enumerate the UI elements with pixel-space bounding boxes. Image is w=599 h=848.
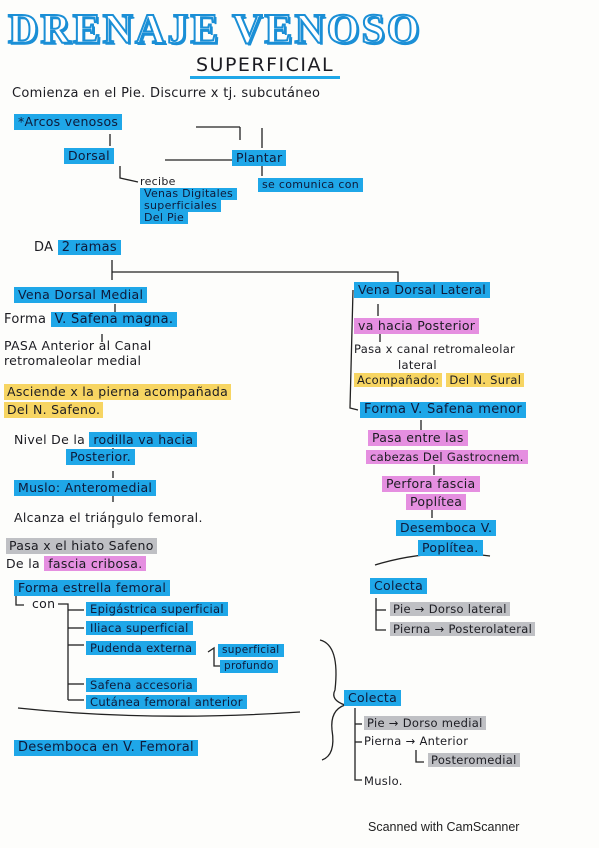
branch-pudenda: Pudenda externa [86, 641, 197, 656]
acompanado-line: Acompañado: Del N. Sural [354, 373, 525, 387]
nivel-highlight: rodilla va hacia [89, 432, 198, 447]
desemboca-poplitea: Desemboca V. [396, 520, 497, 536]
branch-safena-accesoria: Safena accesoria [86, 678, 198, 693]
pasa-entre: Pasa entre las [368, 430, 468, 446]
dorsal-label: Dorsal [64, 148, 114, 164]
colecta-medial: Colecta [344, 690, 402, 706]
page-subtitle: SUPERFICIAL [190, 54, 341, 79]
recibe-line-2: Venas Digitales [140, 187, 238, 201]
recibe-line-3: superficiales [140, 200, 222, 213]
dos-ramas: 2 ramas [57, 240, 121, 255]
colecta-muslo: Muslo. [364, 774, 403, 788]
arcos-venosos: *Arcos venosos [14, 114, 123, 130]
fascia-cribosa-line: De la fascia cribosa. [6, 556, 147, 572]
forma-prefix: Forma [4, 312, 47, 327]
vena-dorsal-lateral: Vena Dorsal Lateral [354, 282, 491, 298]
alcanza-triangulo: Alcanza el triángulo femoral. [14, 510, 203, 525]
colecta-medial-pie: Pie → Dorso medial [364, 716, 486, 731]
comunica-label: se comunica con [258, 178, 364, 192]
intro-text: Comienza en el Pie. Discurre x tj. subcu… [12, 86, 321, 101]
perfora-fascia: Perfora fascia [382, 476, 480, 492]
colecta-lateral-pie: Pie → Dorso lateral [390, 602, 510, 617]
forma-safena-menor: Forma V. Safena menor [360, 402, 526, 419]
colecta-lateral: Colecta [370, 578, 428, 594]
plantar-label: Plantar [232, 150, 287, 166]
de-la: De la [6, 556, 40, 571]
pasa-hiato: Pasa x el hiato Safeno [6, 538, 157, 554]
recibe-block: recibe Venas Digitales superficiales Del… [140, 175, 238, 225]
pasa-canal-2: lateral [398, 358, 437, 372]
branch-iliaca: Iliaca superficial [86, 621, 193, 636]
desemboca-femoral: Desemboca en V. Femoral [14, 740, 198, 757]
poplitea-label: Poplítea [406, 494, 467, 510]
posterior-label: Posterior. [66, 449, 136, 465]
forma-estrella: Forma estrella femoral [14, 580, 171, 596]
con-label: con [32, 596, 56, 611]
colecta-posteromedial: Posteromedial [428, 753, 520, 768]
colecta-medial-pierna: Pierna → Anterior [364, 734, 468, 748]
fascia-cribosa: fascia cribosa. [44, 556, 147, 571]
va-hacia-posterior: va hacia Posterior [354, 318, 480, 334]
muslo-anteromedial: Muslo: Anteromedial [14, 480, 157, 496]
vena-dorsal-medial: Vena Dorsal Medial [14, 287, 148, 303]
asciende-2: Del N. Safeno. [4, 402, 104, 418]
pasa-canal-1: Pasa x canal retromaleolar [354, 342, 516, 356]
pudenda-profundo: profundo [220, 660, 278, 674]
pierna-label: Pierna → Anterior [364, 734, 469, 748]
recibe-line-1: recibe [140, 175, 176, 188]
colecta-lateral-pierna: Pierna → Posterolateral [390, 622, 536, 637]
safena-magna: V. Safena magna. [50, 312, 178, 327]
pasa-anterior-2: retromaleolar medial [4, 353, 142, 368]
pudenda-superficial: superficial [218, 644, 284, 658]
cabezas-gastrocnemio: cabezas Del Gastrocnem. [366, 450, 528, 465]
page-title: DRENAJE VENOSO [7, 6, 422, 54]
poplitea-label-2: Poplítea. [418, 540, 483, 556]
da-ramas: DA 2 ramas [34, 240, 121, 256]
camscanner-watermark: Scanned with CamScanner [368, 820, 520, 834]
recibe-line-4: Del Pie [140, 212, 189, 225]
branch-cutanea: Cutánea femoral anterior [86, 695, 247, 710]
da-prefix: DA [34, 240, 54, 255]
nervio-sural: Del N. Sural [446, 373, 525, 387]
asciende-1: Asciende x la pierna acompañada [4, 384, 232, 400]
branch-epigastrica: Epigástrica superficial [86, 602, 228, 617]
forma-safena-magna: Forma V. Safena magna. [4, 312, 178, 328]
nivel-prefix: Nivel De la [14, 432, 86, 447]
acompanado-prefix: Acompañado: [354, 373, 443, 387]
nivel-rodilla: Nivel De la rodilla va hacia [14, 432, 198, 448]
pasa-anterior-1: PASA Anterior al Canal [4, 338, 152, 353]
